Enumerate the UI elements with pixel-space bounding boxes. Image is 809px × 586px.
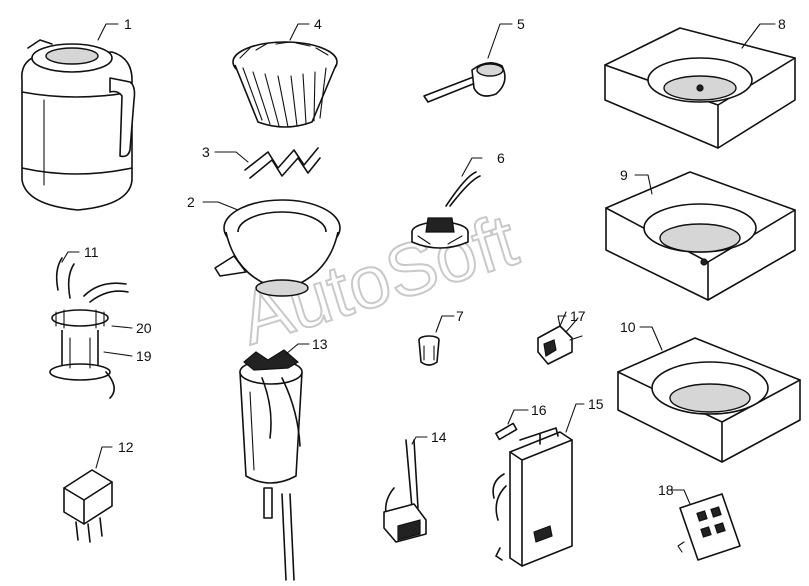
warming-plate-tray-icon <box>617 337 801 463</box>
plug-icon <box>418 335 440 366</box>
thermal-carafe-icon <box>21 39 136 211</box>
part-number-19: 19 <box>136 348 152 364</box>
part-number-1: 1 <box>124 16 132 32</box>
fuse-icon <box>495 422 518 441</box>
heating-element-icon <box>49 257 129 399</box>
sensor-probe-icon <box>383 439 427 543</box>
control-board-icon <box>492 427 573 567</box>
part-number-18: 18 <box>658 482 674 498</box>
part-number-2: 2 <box>187 194 195 210</box>
part-number-12: 12 <box>118 439 134 455</box>
part-number-10: 10 <box>620 319 636 335</box>
part-number-16: 16 <box>531 402 547 418</box>
leader-lines <box>61 23 776 505</box>
measuring-scoop-icon <box>423 62 506 103</box>
spring-clip-icon <box>244 147 321 179</box>
valve-assembly-icon <box>411 171 481 249</box>
warming-plate-tray-icon <box>605 171 796 301</box>
part-number-labels: 1 2 3 4 5 6 7 8 9 10 11 12 13 14 15 16 1… <box>84 16 786 498</box>
paper-filter-icon <box>232 41 338 128</box>
part-number-20: 20 <box>136 320 152 336</box>
part-number-7: 7 <box>456 308 464 324</box>
filter-funnel-icon <box>214 199 341 297</box>
part-number-4: 4 <box>314 16 322 32</box>
warming-plate-tray-icon <box>604 27 796 149</box>
part-number-11: 11 <box>84 244 99 260</box>
part-number-9: 9 <box>620 167 628 183</box>
part-number-15: 15 <box>588 396 604 412</box>
part-number-17: 17 <box>570 308 586 324</box>
relay-icon <box>63 469 113 543</box>
part-number-8: 8 <box>778 16 786 32</box>
keypad-icon <box>677 493 741 561</box>
water-tank-heater-icon <box>239 349 303 581</box>
part-number-14: 14 <box>431 429 447 445</box>
part-number-13: 13 <box>312 336 328 352</box>
part-number-5: 5 <box>517 16 525 32</box>
part-number-3: 3 <box>202 144 210 160</box>
part-number-6: 6 <box>497 150 505 166</box>
